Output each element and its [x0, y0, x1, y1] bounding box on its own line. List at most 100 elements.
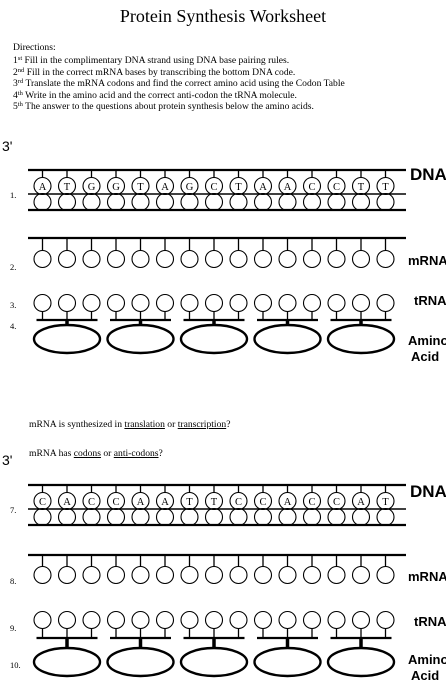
complement-base-blank[interactable] — [376, 507, 395, 527]
mrna-base-blank[interactable] — [351, 565, 371, 585]
complement-base-blank[interactable] — [376, 192, 395, 212]
mrna-base-blank[interactable] — [204, 565, 224, 585]
complement-base-blank[interactable] — [155, 192, 175, 212]
mrna-base-blank[interactable] — [253, 565, 273, 585]
complement-base-blank[interactable] — [106, 507, 126, 527]
anticodon-base-blank[interactable] — [131, 610, 150, 630]
complement-base-blank[interactable] — [82, 192, 101, 212]
complement-base-blank[interactable] — [327, 507, 346, 527]
anticodon-base-blank[interactable] — [278, 610, 297, 630]
complement-base-blank[interactable] — [204, 192, 224, 212]
mrna-base-blank[interactable] — [82, 565, 101, 585]
anticodon-base-blank[interactable] — [106, 293, 126, 313]
anticodon-base-blank[interactable] — [33, 293, 52, 313]
complement-base-blank[interactable] — [229, 507, 248, 527]
anticodon-base-blank[interactable] — [327, 610, 346, 630]
mrna-base-blank[interactable] — [33, 249, 52, 269]
anticodon-base-blank[interactable] — [57, 610, 77, 630]
anticodon-base-blank[interactable] — [229, 610, 248, 630]
complement-base-blank[interactable] — [278, 507, 297, 527]
anticodon-base-blank[interactable] — [302, 610, 322, 630]
amino-acid-blank[interactable] — [253, 323, 322, 355]
amino-acid-blank[interactable] — [106, 646, 175, 678]
option-translation[interactable]: translation — [124, 419, 165, 430]
anticodon-base-blank[interactable] — [204, 610, 224, 630]
complement-base-blank[interactable] — [302, 507, 322, 527]
mrna-base-blank[interactable] — [253, 249, 273, 269]
anticodon-base-blank[interactable] — [180, 293, 199, 313]
mrna-base-blank[interactable] — [229, 565, 248, 585]
anticodon-base-blank[interactable] — [351, 293, 371, 313]
anticodon-base-blank[interactable] — [57, 293, 77, 313]
amino-acid-blank[interactable] — [106, 323, 175, 355]
complement-base-blank[interactable] — [327, 192, 346, 212]
anticodon-base-blank[interactable] — [327, 293, 346, 313]
amino-acid-blank[interactable] — [179, 323, 249, 355]
complement-base-blank[interactable] — [204, 507, 224, 527]
mrna-base-blank[interactable] — [327, 565, 346, 585]
amino-acid-blank[interactable] — [32, 323, 102, 355]
anticodon-base-blank[interactable] — [302, 293, 322, 313]
mrna-base-blank[interactable] — [376, 249, 395, 269]
complement-base-blank[interactable] — [253, 507, 273, 527]
option-codons[interactable]: codons — [73, 448, 101, 459]
mrna-base-blank[interactable] — [180, 565, 199, 585]
mrna-base-blank[interactable] — [57, 565, 77, 585]
complement-base-blank[interactable] — [33, 507, 52, 527]
complement-base-blank[interactable] — [351, 507, 371, 527]
complement-base-blank[interactable] — [57, 192, 77, 212]
amino-acid-blank[interactable] — [253, 646, 322, 678]
mrna-base-blank[interactable] — [131, 565, 150, 585]
mrna-base-blank[interactable] — [155, 565, 175, 585]
complement-base-blank[interactable] — [82, 507, 101, 527]
complement-base-blank[interactable] — [253, 192, 273, 212]
anticodon-base-blank[interactable] — [351, 610, 371, 630]
complement-base-blank[interactable] — [351, 192, 371, 212]
mrna-base-blank[interactable] — [106, 249, 126, 269]
complement-base-blank[interactable] — [57, 507, 77, 527]
mrna-base-blank[interactable] — [376, 565, 395, 585]
mrna-base-blank[interactable] — [82, 249, 101, 269]
anticodon-base-blank[interactable] — [82, 293, 101, 313]
anticodon-base-blank[interactable] — [82, 610, 101, 630]
anticodon-base-blank[interactable] — [278, 293, 297, 313]
amino-acid-blank[interactable] — [32, 646, 102, 678]
mrna-base-blank[interactable] — [33, 565, 52, 585]
mrna-base-blank[interactable] — [106, 565, 126, 585]
mrna-base-blank[interactable] — [351, 249, 371, 269]
mrna-base-blank[interactable] — [180, 249, 199, 269]
amino-acid-blank[interactable] — [326, 646, 396, 678]
mrna-base-blank[interactable] — [302, 565, 322, 585]
complement-base-blank[interactable] — [229, 192, 248, 212]
anticodon-base-blank[interactable] — [376, 610, 395, 630]
anticodon-base-blank[interactable] — [204, 293, 224, 313]
mrna-base-blank[interactable] — [327, 249, 346, 269]
amino-acid-blank[interactable] — [326, 323, 396, 355]
complement-base-blank[interactable] — [33, 192, 52, 212]
mrna-base-blank[interactable] — [155, 249, 175, 269]
anticodon-base-blank[interactable] — [106, 610, 126, 630]
complement-base-blank[interactable] — [131, 507, 150, 527]
anticodon-base-blank[interactable] — [229, 293, 248, 313]
anticodon-base-blank[interactable] — [131, 293, 150, 313]
anticodon-base-blank[interactable] — [253, 610, 273, 630]
anticodon-base-blank[interactable] — [155, 293, 175, 313]
complement-base-blank[interactable] — [180, 507, 199, 527]
complement-base-blank[interactable] — [302, 192, 322, 212]
option-transcription[interactable]: transcription — [177, 419, 227, 430]
complement-base-blank[interactable] — [155, 507, 175, 527]
complement-base-blank[interactable] — [106, 192, 126, 212]
mrna-base-blank[interactable] — [57, 249, 77, 269]
anticodon-base-blank[interactable] — [376, 293, 395, 313]
complement-base-blank[interactable] — [180, 192, 199, 212]
option-anti-codons[interactable]: anti-codons — [113, 448, 159, 459]
mrna-base-blank[interactable] — [278, 565, 297, 585]
anticodon-base-blank[interactable] — [253, 293, 273, 313]
anticodon-base-blank[interactable] — [180, 610, 199, 630]
amino-acid-blank[interactable] — [179, 646, 249, 678]
complement-base-blank[interactable] — [278, 192, 297, 212]
complement-base-blank[interactable] — [131, 192, 150, 212]
anticodon-base-blank[interactable] — [155, 610, 175, 630]
mrna-base-blank[interactable] — [204, 249, 224, 269]
mrna-base-blank[interactable] — [131, 249, 150, 269]
